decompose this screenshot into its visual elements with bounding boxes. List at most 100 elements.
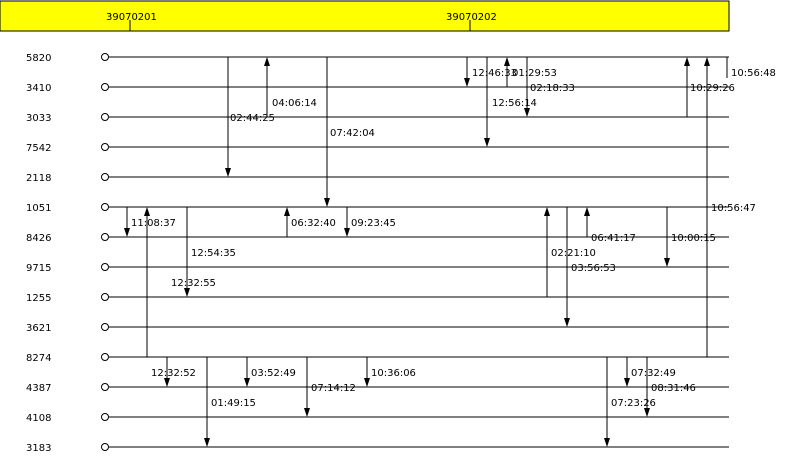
transfer[interactable]: 12:32:55 (164, 278, 216, 387)
arrowhead-icon (225, 168, 231, 177)
transfer[interactable]: 12:46:33 (464, 57, 517, 87)
transfer[interactable]: 03:52:49 (244, 357, 296, 387)
transfer-time-label: 10:29:26 (690, 83, 735, 94)
account-row: 8274 (26, 353, 729, 364)
arrowhead-icon (284, 207, 290, 216)
transfer[interactable]: 02:21:10 (544, 207, 596, 297)
arrowhead-icon (364, 378, 370, 387)
transfer-time-label: 03:56:53 (571, 263, 616, 274)
transfer-time-label: 02:21:10 (551, 248, 596, 259)
transfer-time-label: 12:54:35 (191, 248, 236, 259)
transfer-time-label: 10:56:47 (711, 203, 756, 214)
account-node[interactable] (101, 203, 109, 211)
arrowhead-icon (664, 258, 670, 267)
arrowhead-icon (584, 207, 590, 216)
transfer-time-label: 02:44:25 (230, 113, 275, 124)
account-label: 3033 (26, 113, 51, 124)
arrowhead-icon (184, 288, 190, 297)
transfer-time-label: 12:56:14 (492, 98, 537, 109)
account-node[interactable] (101, 83, 109, 91)
transfer-time-label: 12:32:52 (151, 368, 196, 379)
account-row: 1255 (26, 293, 729, 304)
account-row: 8426 (26, 233, 729, 244)
account-label: 1051 (26, 203, 51, 214)
account-row: 3621 (26, 323, 729, 334)
arrowhead-icon (504, 57, 510, 66)
arrowhead-icon (564, 318, 570, 327)
transfer[interactable]: 10:56:47 (704, 57, 756, 357)
arrowhead-icon (204, 438, 210, 447)
transfer[interactable]: 02:44:25 (225, 57, 275, 177)
arrowhead-icon (264, 57, 270, 66)
transfer[interactable]: 11:08:37 (124, 207, 176, 237)
account-label: 7542 (26, 143, 51, 154)
transfer[interactable]: 07:23:26 (604, 357, 656, 447)
account-node[interactable] (101, 413, 109, 421)
transfer[interactable]: 01:49:15 (204, 357, 256, 447)
transfer-time-label: 11:08:37 (131, 218, 176, 229)
transfer[interactable]: 12:54:35 (184, 207, 236, 297)
account-row: 3033 (26, 113, 729, 124)
transfer[interactable]: 12:32:52 (144, 207, 196, 379)
transfer[interactable]: 07:32:49 (624, 357, 676, 387)
transfer-time-label: 07:23:26 (611, 398, 656, 409)
transfer-time-label: 07:42:04 (330, 128, 375, 139)
account-row: 4108 (26, 413, 729, 424)
transfer-time-label: 07:14:12 (311, 383, 356, 394)
transfer[interactable]: 10:29:26 (684, 57, 735, 117)
arrowhead-icon (644, 408, 650, 417)
account-node[interactable] (101, 353, 109, 361)
arrowhead-icon (124, 228, 130, 237)
transfer-time-label: 12:46:33 (472, 68, 517, 79)
account-node[interactable] (101, 443, 109, 451)
account-label: 8426 (26, 233, 51, 244)
account-node[interactable] (101, 53, 109, 61)
transfer[interactable]: 01:29:53 (484, 57, 557, 147)
date-header-bar (0, 0, 730, 32)
account-label: 4108 (26, 413, 51, 424)
transfer-connectors: 02:44:25 04:06:14 07:42:04 12:46:33 12:56:14… (124, 57, 776, 447)
transfer-time-label: 06:41:17 (591, 233, 636, 244)
arrowhead-icon (164, 378, 170, 387)
transfer[interactable]: 09:23:45 (344, 207, 396, 237)
transfer[interactable]: 10:56:48 (726, 57, 776, 79)
transfer-time-label: 09:23:45 (351, 218, 396, 229)
account-node[interactable] (101, 143, 109, 151)
transfer-time-label: 03:52:49 (251, 368, 296, 379)
account-rows: 5820341030337542211810518426971512553621… (26, 53, 729, 454)
transfer-time-label: 08:31:46 (651, 383, 696, 394)
account-label: 9715 (26, 263, 51, 274)
transfer[interactable]: 06:41:17 (584, 207, 636, 244)
transfer[interactable]: 10:36:06 (364, 357, 416, 387)
transfer[interactable]: 12:56:14 (492, 57, 537, 109)
account-node[interactable] (101, 263, 109, 271)
transfer-time-label: 07:32:49 (631, 368, 676, 379)
transfer[interactable]: 03:56:53 (564, 207, 616, 327)
account-row: 9715 (26, 263, 729, 274)
account-node[interactable] (101, 173, 109, 181)
account-node[interactable] (101, 233, 109, 241)
arrowhead-icon (304, 408, 310, 417)
account-row: 4387 (26, 383, 729, 394)
transfer-time-label: 10:56:48 (731, 68, 776, 79)
arrowhead-icon (484, 138, 490, 147)
account-label: 4387 (26, 383, 51, 394)
transfer[interactable]: 07:14:12 (304, 357, 356, 417)
arrowhead-icon (144, 207, 150, 216)
transfer[interactable]: 07:42:04 (324, 57, 375, 207)
account-label: 5820 (26, 53, 51, 64)
account-row: 5820 (26, 53, 729, 64)
transfer-time-label: 04:06:14 (272, 98, 317, 109)
account-node[interactable] (101, 293, 109, 301)
account-node[interactable] (101, 323, 109, 331)
account-node[interactable] (101, 383, 109, 391)
transfer[interactable]: 04:06:14 (264, 57, 317, 117)
transfer[interactable]: 08:31:46 (644, 357, 696, 417)
account-label: 8274 (26, 353, 51, 364)
transfer[interactable]: 10:00:15 (664, 207, 716, 267)
account-node[interactable] (101, 113, 109, 121)
date-label-2: 39070202 (446, 12, 497, 23)
transfer[interactable]: 06:32:40 (284, 207, 336, 237)
transfer[interactable]: 02:18:33 (524, 57, 575, 117)
